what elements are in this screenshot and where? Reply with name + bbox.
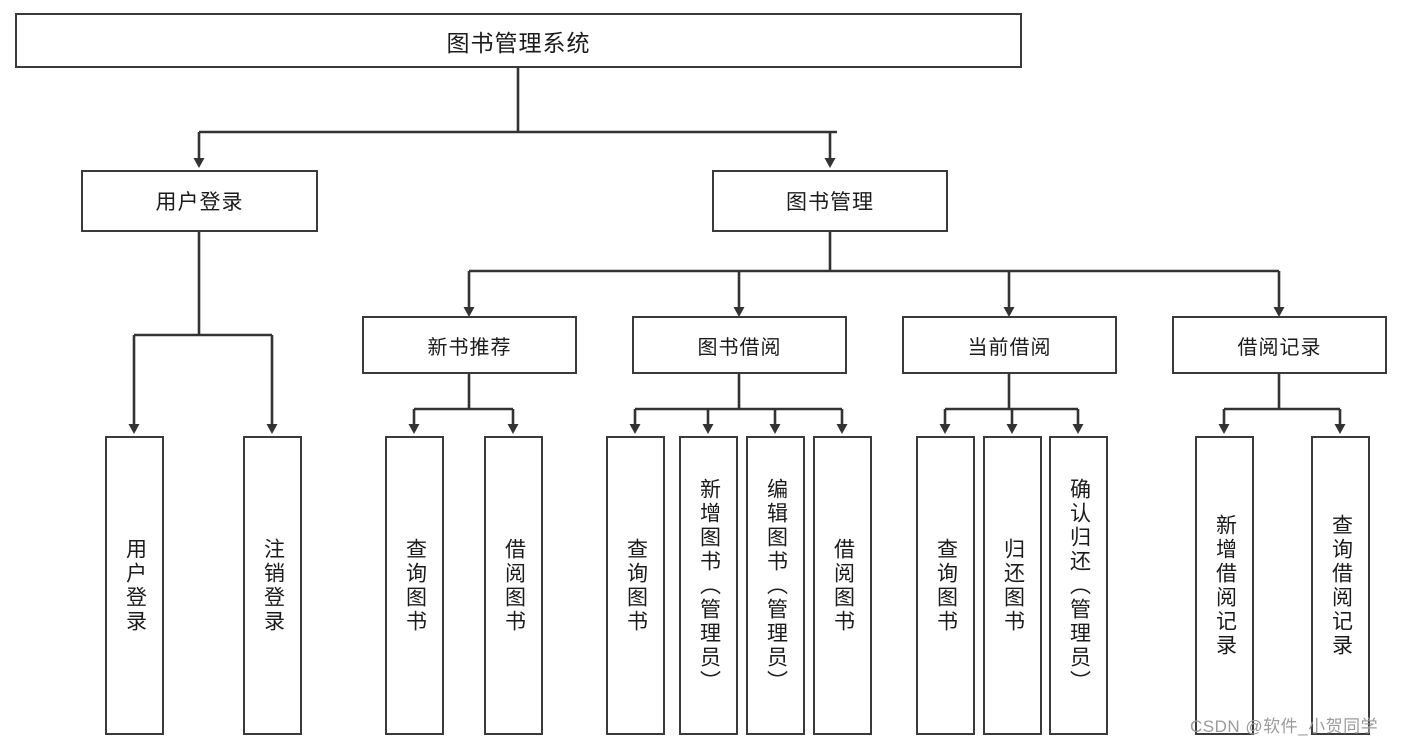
- leaf-user-login-login[interactable]: 用户登录: [105, 436, 164, 735]
- node-new-book-recommend[interactable]: 新书推荐: [362, 316, 577, 374]
- node-label: 用户登录: [155, 191, 244, 214]
- leaf-book-borrow-edit-book-admin[interactable]: 编辑图书（管理员）: [746, 436, 805, 735]
- leaf-book-borrow-query-book[interactable]: 查询图书: [606, 436, 665, 735]
- node-label: 确认归还（管理员）: [1067, 477, 1091, 694]
- node-book-borrow[interactable]: 图书借阅: [632, 316, 847, 374]
- leaf-book-borrow-borrow-book[interactable]: 借阅图书: [813, 436, 872, 735]
- node-label: 借阅记录: [1237, 336, 1322, 359]
- node-label: 归还图书: [1001, 537, 1025, 634]
- node-user-login[interactable]: 用户登录: [81, 170, 318, 232]
- node-label: 新增借阅记录: [1213, 513, 1237, 658]
- leaf-new-book-query-book[interactable]: 查询图书: [385, 436, 444, 735]
- node-label: 借阅图书: [502, 537, 526, 634]
- node-label: 借阅图书: [831, 537, 855, 634]
- node-label: 查询图书: [403, 537, 427, 634]
- node-label: 查询借阅记录: [1329, 513, 1353, 658]
- leaf-current-borrow-query-book[interactable]: 查询图书: [916, 436, 975, 735]
- node-label: 注销登录: [261, 537, 285, 634]
- node-root-book-management-system[interactable]: 图书管理系统: [15, 13, 1022, 68]
- leaf-current-borrow-return-book[interactable]: 归还图书: [983, 436, 1042, 735]
- node-book-management[interactable]: 图书管理: [712, 170, 948, 232]
- node-label: 编辑图书（管理员）: [764, 477, 788, 694]
- node-label: 图书管理: [786, 191, 874, 214]
- node-label: 图书借阅: [697, 336, 782, 359]
- leaf-new-book-borrow-book[interactable]: 借阅图书: [484, 436, 543, 735]
- node-label: 查询图书: [934, 537, 958, 634]
- leaf-user-login-logout[interactable]: 注销登录: [243, 436, 302, 735]
- watermark: CSDN @软件_小贺同学: [1190, 717, 1379, 736]
- leaf-book-borrow-add-book-admin[interactable]: 新增图书（管理员）: [679, 436, 738, 735]
- node-label: 查询图书: [624, 537, 648, 634]
- node-label: 新书推荐: [427, 336, 512, 359]
- leaf-borrow-record-add-record[interactable]: 新增借阅记录: [1195, 436, 1254, 735]
- node-label: 新增图书（管理员）: [697, 477, 721, 694]
- node-label: 用户登录: [123, 537, 147, 634]
- node-label: 当前借阅: [967, 336, 1052, 359]
- leaf-current-borrow-confirm-return-admin[interactable]: 确认归还（管理员）: [1049, 436, 1108, 735]
- leaf-borrow-record-query-record[interactable]: 查询借阅记录: [1311, 436, 1370, 735]
- node-label: 图书管理系统: [446, 29, 591, 56]
- node-current-borrow[interactable]: 当前借阅: [902, 316, 1117, 374]
- node-borrow-record[interactable]: 借阅记录: [1172, 316, 1387, 374]
